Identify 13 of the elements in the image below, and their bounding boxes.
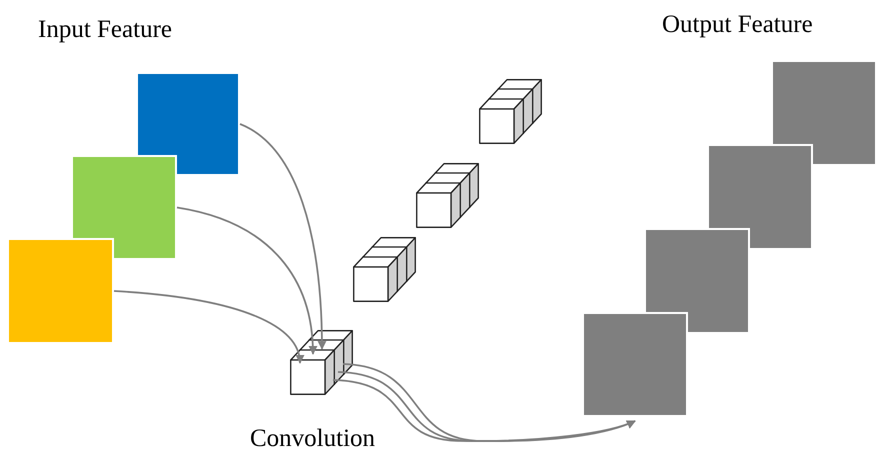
feature-map-square xyxy=(7,238,114,344)
feature-map-square xyxy=(771,60,877,166)
heading-text: Input Feature xyxy=(38,17,172,42)
arrow xyxy=(114,290,304,364)
arrow xyxy=(240,123,326,350)
feature-map-square xyxy=(582,312,688,417)
feature-map-square xyxy=(644,228,750,334)
arrow xyxy=(176,206,318,355)
caption-text: Convolution xyxy=(250,426,376,451)
feature-map-square xyxy=(136,72,240,176)
heading-text: Output Feature xyxy=(662,12,813,37)
feature-map-square xyxy=(707,144,813,250)
feature-map-square xyxy=(71,155,177,260)
